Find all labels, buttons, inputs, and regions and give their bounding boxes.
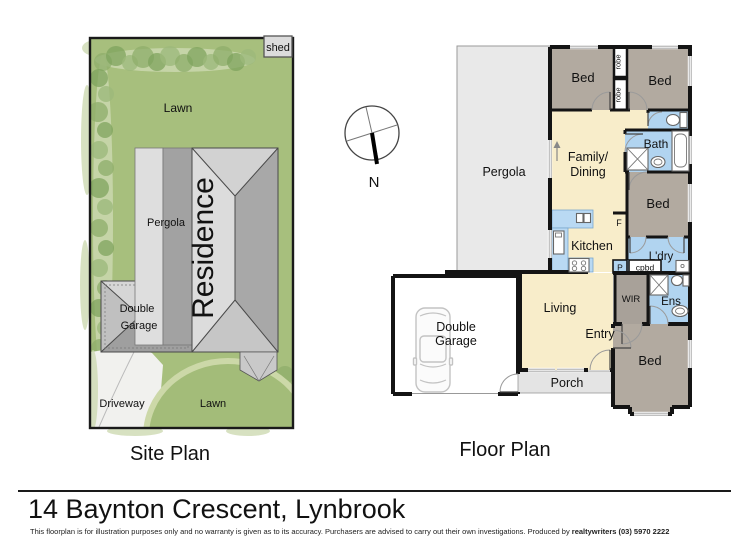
kitchen-label: Kitchen xyxy=(571,239,613,253)
disclaimer: This floorplan is for illustration purpo… xyxy=(30,527,669,536)
laundry-trough-icon xyxy=(675,259,690,273)
driveway-area xyxy=(91,346,163,427)
living-area xyxy=(520,273,613,370)
family-label-2: Dining xyxy=(570,165,605,179)
bed1-area xyxy=(550,47,615,110)
fridge-label: F xyxy=(616,218,622,228)
fp-pergola-label: Pergola xyxy=(482,165,525,179)
wir-label: WIR xyxy=(622,294,641,305)
outer-walls xyxy=(391,45,692,416)
laundry-label: L'dry xyxy=(649,251,674,263)
lawn-bottom-label: Lawn xyxy=(200,398,226,410)
shed: shed xyxy=(263,35,293,58)
robe1-label: robe xyxy=(614,54,623,69)
robe2-label: robe xyxy=(614,87,623,102)
inner-walls xyxy=(550,108,690,324)
fp-garage-label-2: Garage xyxy=(435,334,477,348)
kitchen-fixtures xyxy=(552,212,592,273)
site-garage-label-1: Double xyxy=(120,303,155,315)
bed3-area xyxy=(627,172,690,237)
lawn-top-label: Lawn xyxy=(164,101,193,115)
compass: N xyxy=(344,105,400,191)
bed3-label: Bed xyxy=(646,196,669,211)
north-label: N xyxy=(369,174,380,191)
residence-label: Residence xyxy=(187,177,220,319)
floor-plan-title: Floor Plan xyxy=(459,439,550,461)
producer-text: realtywriters (03) 5970 2222 xyxy=(571,527,670,536)
disclaimer-text: This floorplan is for illustration purpo… xyxy=(30,527,572,536)
compass-icon xyxy=(344,105,400,165)
hall-area xyxy=(627,110,648,130)
ens-fixtures xyxy=(649,274,690,318)
site-pergola-label: Pergola xyxy=(147,217,186,229)
bed1-label: Bed xyxy=(571,70,594,85)
address-title: 14 Baynton Crescent, Lynbrook xyxy=(28,494,406,524)
bed4-area xyxy=(613,324,690,414)
porch-label: Porch xyxy=(551,376,584,390)
bath-fixtures xyxy=(626,130,690,172)
site-garage-label-2: Garage xyxy=(121,320,158,332)
site-boundary xyxy=(88,36,295,430)
residence-roof xyxy=(191,147,279,382)
cupboard-label: cpbd xyxy=(636,263,655,273)
windows xyxy=(528,44,693,417)
doors xyxy=(499,91,685,393)
site-plan: shed Lawn Pergola Residence Double Garag… xyxy=(80,35,295,465)
living-label: Living xyxy=(544,301,577,315)
ens-label: Ens xyxy=(661,296,681,308)
bed2-area xyxy=(627,47,690,110)
lawn-dome xyxy=(143,358,293,428)
wc-toilet-icon xyxy=(665,111,688,129)
bed4-label: Bed xyxy=(638,353,661,368)
driveway-label: Driveway xyxy=(99,398,145,410)
fp-garage-label-1: Double xyxy=(436,320,476,334)
pergola-area xyxy=(456,45,551,273)
shed-label: shed xyxy=(266,42,290,54)
footer-divider xyxy=(18,490,731,492)
entry-label: Entry xyxy=(585,327,615,341)
bath-label: Bath xyxy=(644,137,669,151)
wir-area xyxy=(615,273,648,324)
pantry-label: P xyxy=(617,263,623,273)
family-label-1: Family/ xyxy=(568,150,609,164)
site-plan-title: Site Plan xyxy=(130,443,210,465)
floor-plan: Pergola Bed Bed Bed Bed robe robe Bath F… xyxy=(391,44,693,461)
direction-arrow-icon xyxy=(553,141,561,161)
site-pergola xyxy=(134,147,193,346)
car-icon xyxy=(412,307,454,393)
bed2-label: Bed xyxy=(648,73,671,88)
